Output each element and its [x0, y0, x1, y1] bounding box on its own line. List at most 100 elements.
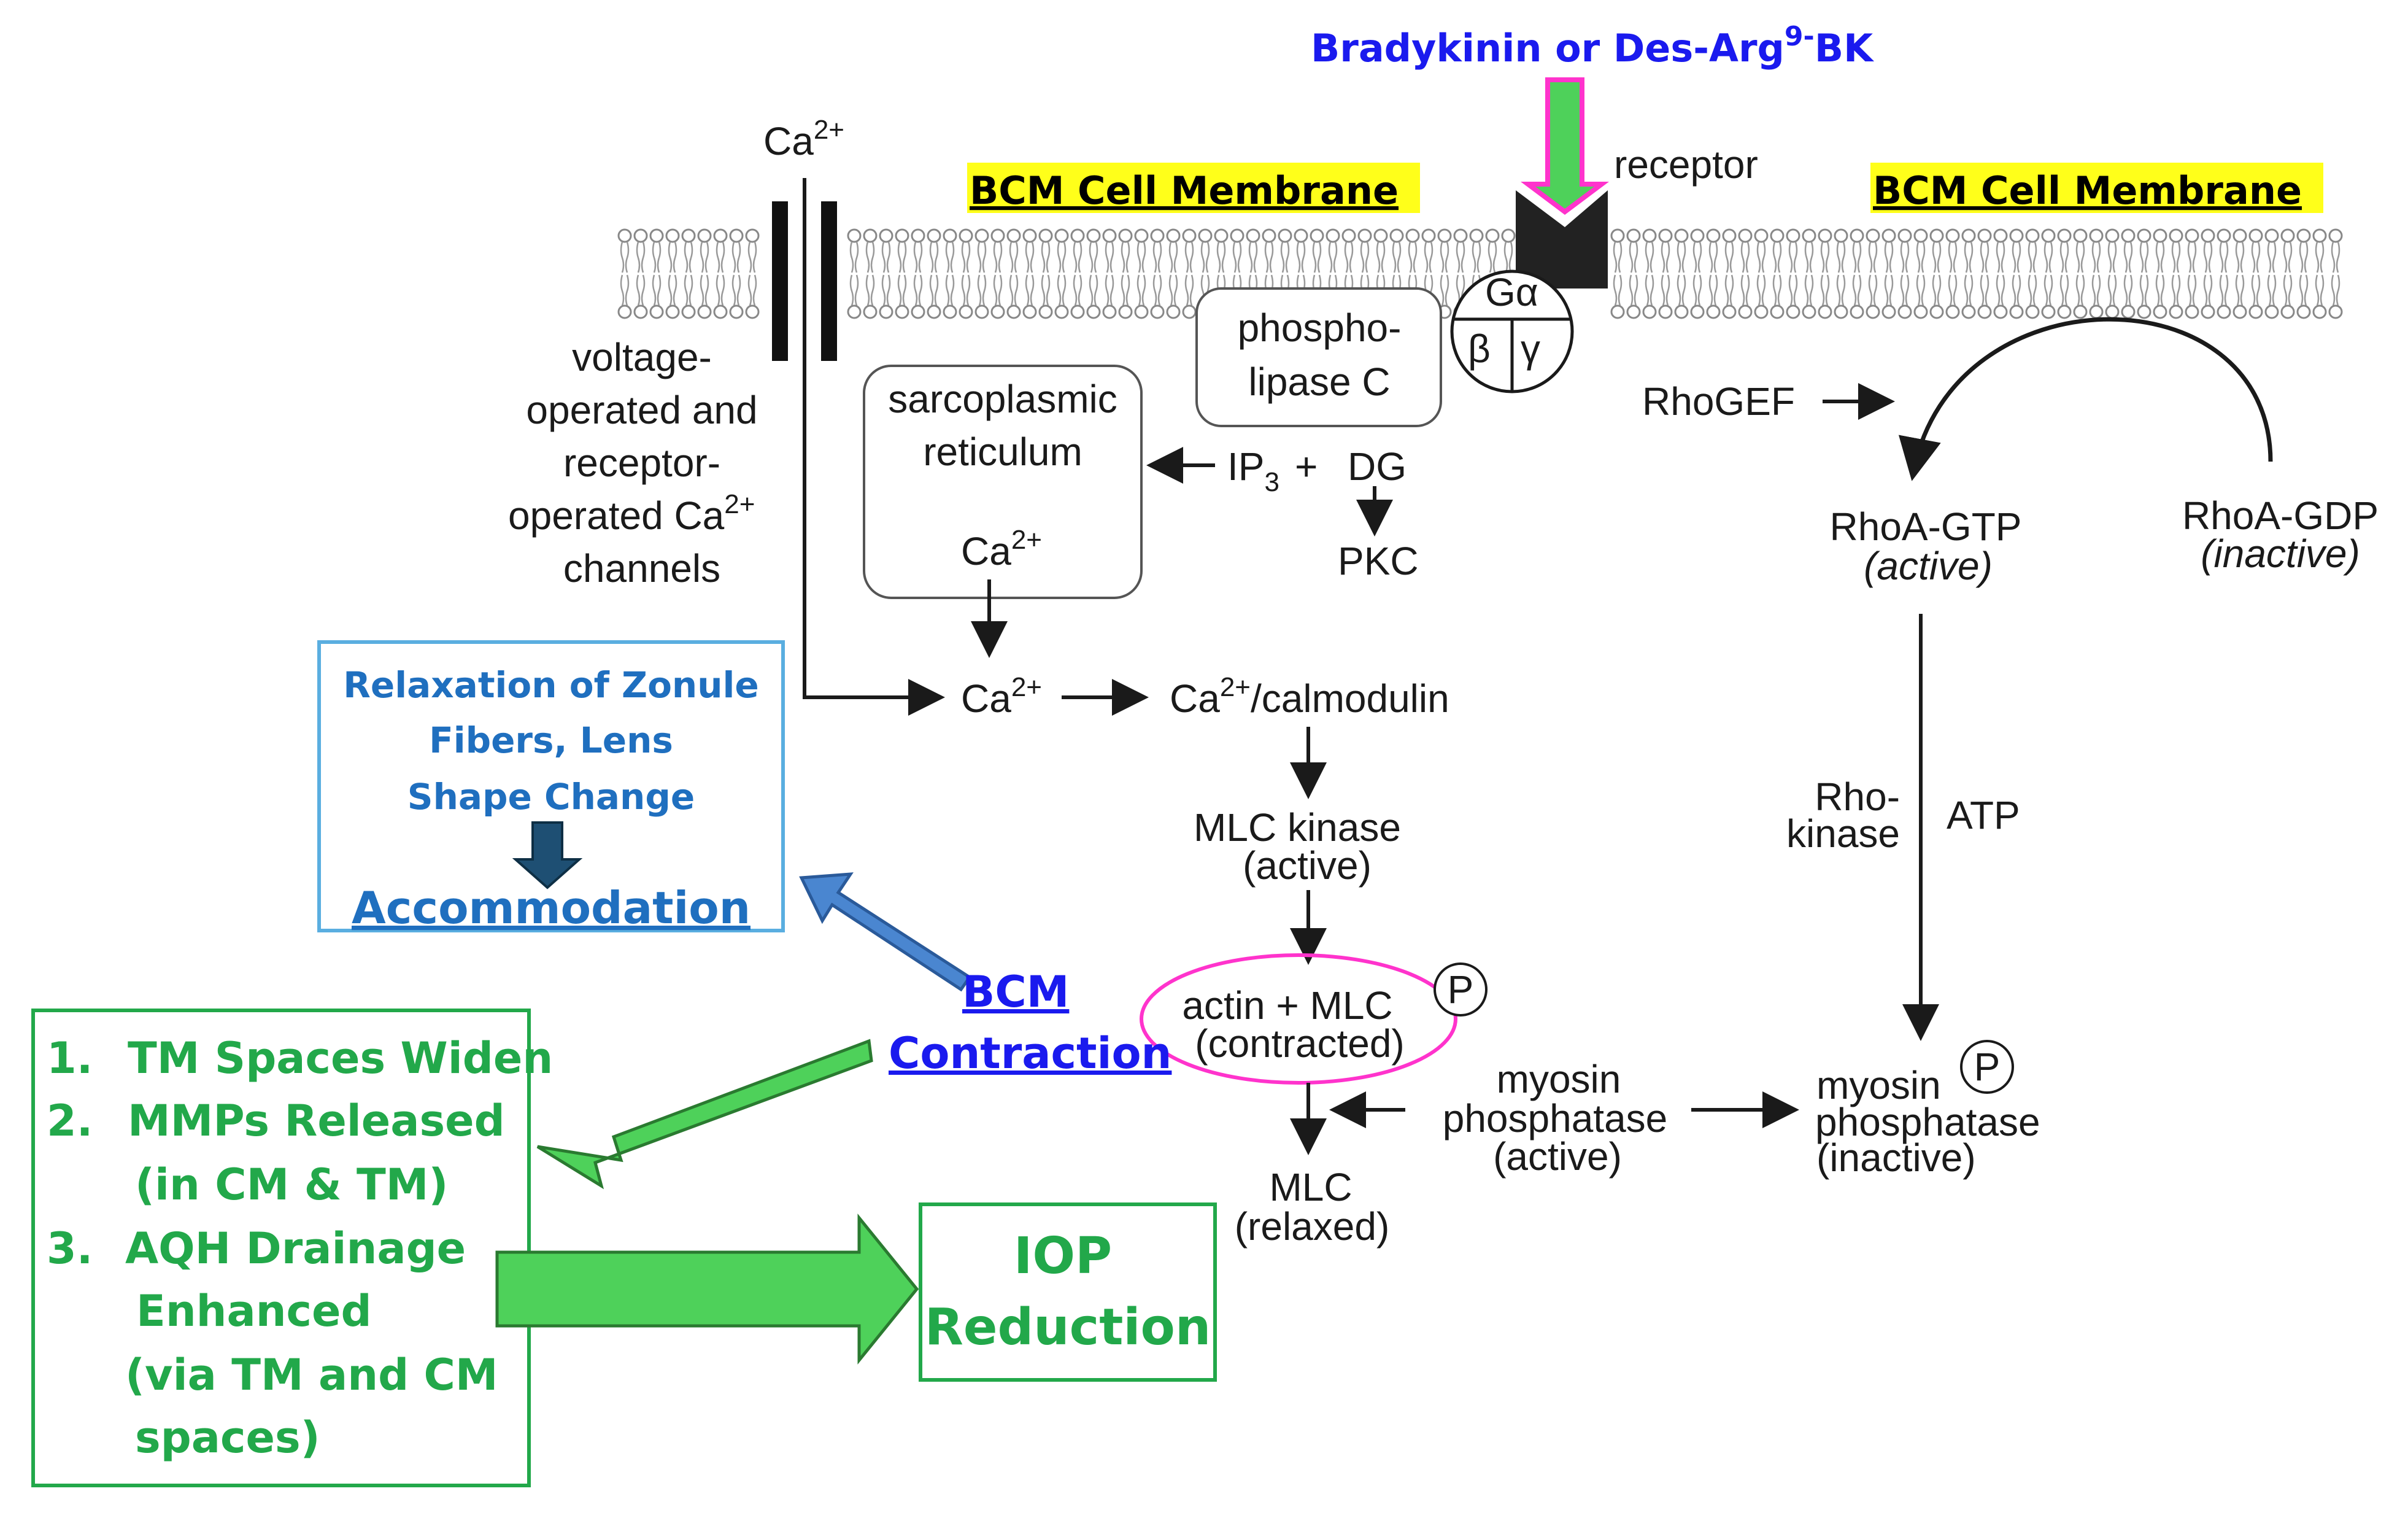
lipid-tail — [747, 274, 757, 306]
ca-channel-left-bar — [772, 201, 788, 361]
effect-3-text: AQH Drainage — [125, 1223, 466, 1274]
lipid-tail — [1740, 274, 1750, 306]
lipid-tail — [881, 241, 891, 273]
plc-line2: lipase C — [1248, 360, 1390, 404]
lipid-tail — [1756, 274, 1766, 306]
lipid-head — [2296, 228, 2311, 243]
mlc-relaxed-line2: (relaxed) — [1235, 1204, 1390, 1249]
lipid-tail — [1788, 241, 1798, 273]
lipid-head — [1897, 304, 1912, 319]
rhoa-gtp-state: (active) — [1864, 544, 1993, 588]
lipid-head — [2169, 304, 2183, 319]
lipid-tail — [1692, 241, 1702, 273]
lipid-tail — [2251, 241, 2261, 273]
lipid-tail — [716, 274, 725, 306]
g-gamma-label: γ — [1521, 327, 1540, 371]
lipid-head — [745, 228, 760, 243]
lipid-tail — [652, 274, 662, 306]
lipid-tail — [1788, 274, 1798, 306]
lipid-tail — [865, 241, 875, 273]
lipid-tail — [1645, 241, 1654, 273]
lipid-head — [1913, 304, 1928, 319]
lipid-head — [1310, 228, 1324, 243]
lipid-tail — [1152, 274, 1162, 306]
lipid-head — [2137, 228, 2151, 243]
lipid-head — [2153, 228, 2167, 243]
lipid-head — [2232, 228, 2247, 243]
lipid-head — [943, 304, 957, 319]
lipid-tail — [1836, 241, 1846, 273]
lipid-head — [863, 228, 878, 243]
effect-1-text: TM Spaces Widen — [128, 1033, 553, 1083]
mp-inactive-line2: phosphatase — [1815, 1100, 2040, 1144]
lipid-head — [1405, 228, 1420, 243]
blue-arrow-to-accommodation — [799, 872, 972, 992]
lipid-head — [1658, 228, 1673, 243]
lipid-head — [1246, 228, 1260, 243]
lipid-tail — [1488, 241, 1497, 273]
lipid-head — [1022, 228, 1037, 243]
lipid-tail — [1503, 241, 1513, 273]
lipid-tail — [1025, 274, 1035, 306]
lipid-tail — [731, 241, 741, 273]
sr-box — [863, 365, 1143, 599]
lipid-tail — [849, 241, 859, 273]
lipid-head — [1818, 304, 1832, 319]
lipid-head — [1913, 228, 1928, 243]
lipid-head — [1674, 228, 1689, 243]
g-protein: Gα β γ — [1450, 269, 1574, 393]
lipid-head — [1897, 228, 1912, 243]
lipid-tail — [1152, 241, 1162, 273]
lipid-head — [1070, 228, 1085, 243]
lipid-head — [617, 304, 632, 319]
lipid-tail — [2075, 241, 2085, 273]
lipid-tail — [1184, 241, 1194, 273]
lipid-head — [729, 228, 744, 243]
membrane-bilayer-right — [1610, 228, 2343, 319]
mp-active-line3: (active) — [1493, 1134, 1622, 1179]
lipid-head — [1818, 228, 1832, 243]
rho-cycle-arc — [1899, 317, 2273, 481]
ca-channel-right-bar — [821, 201, 837, 361]
lipid-tail — [945, 241, 955, 273]
lipid-head — [1834, 228, 1848, 243]
lipid-head — [2057, 228, 2072, 243]
lipid-head — [2185, 304, 2199, 319]
lipid-head — [2232, 304, 2247, 319]
lipid-head — [1022, 304, 1037, 319]
rho-kinase-line1: Rho- — [1815, 775, 1900, 819]
lipid-tail — [1041, 274, 1051, 306]
lipid-tail — [1900, 274, 1910, 306]
lipid-head — [1834, 304, 1848, 319]
lipid-tail — [1392, 241, 1402, 273]
lipid-head — [1278, 228, 1292, 243]
lipid-tail — [2235, 274, 2245, 306]
lipid-tail — [1884, 241, 1894, 273]
lipid-head — [1150, 228, 1165, 243]
effect-1-number: 1. — [47, 1033, 93, 1083]
lipid-head — [1437, 228, 1452, 243]
effect-2-detail: (in CM & TM) — [135, 1160, 448, 1210]
lipid-tail — [700, 241, 709, 273]
lipid-head — [2089, 228, 2104, 243]
lipid-head — [1038, 304, 1053, 319]
channels-line1: voltage- — [572, 335, 712, 379]
rhoa-gdp-state: (inactive) — [2201, 532, 2360, 576]
lipid-head — [1086, 304, 1101, 319]
effect-2-number: 2. — [47, 1096, 93, 1146]
rhoa-gtp-label: RhoA-GTP — [1830, 505, 2022, 549]
channels-line3: receptor- — [563, 441, 720, 485]
lipid-head — [1993, 228, 2008, 243]
lipid-head — [1993, 304, 2008, 319]
lipid-head — [2312, 304, 2327, 319]
lipid-head — [1642, 304, 1657, 319]
lipid-head — [1866, 304, 1880, 319]
lipid-head — [1706, 228, 1721, 243]
lipid-tail — [1916, 274, 1926, 306]
lipid-tail — [1980, 274, 1989, 306]
lipid-tail — [1009, 274, 1019, 306]
lipid-tail — [1692, 274, 1702, 306]
lipid-tail — [700, 274, 709, 306]
lipid-tail — [731, 274, 741, 306]
lipid-head — [2121, 304, 2136, 319]
